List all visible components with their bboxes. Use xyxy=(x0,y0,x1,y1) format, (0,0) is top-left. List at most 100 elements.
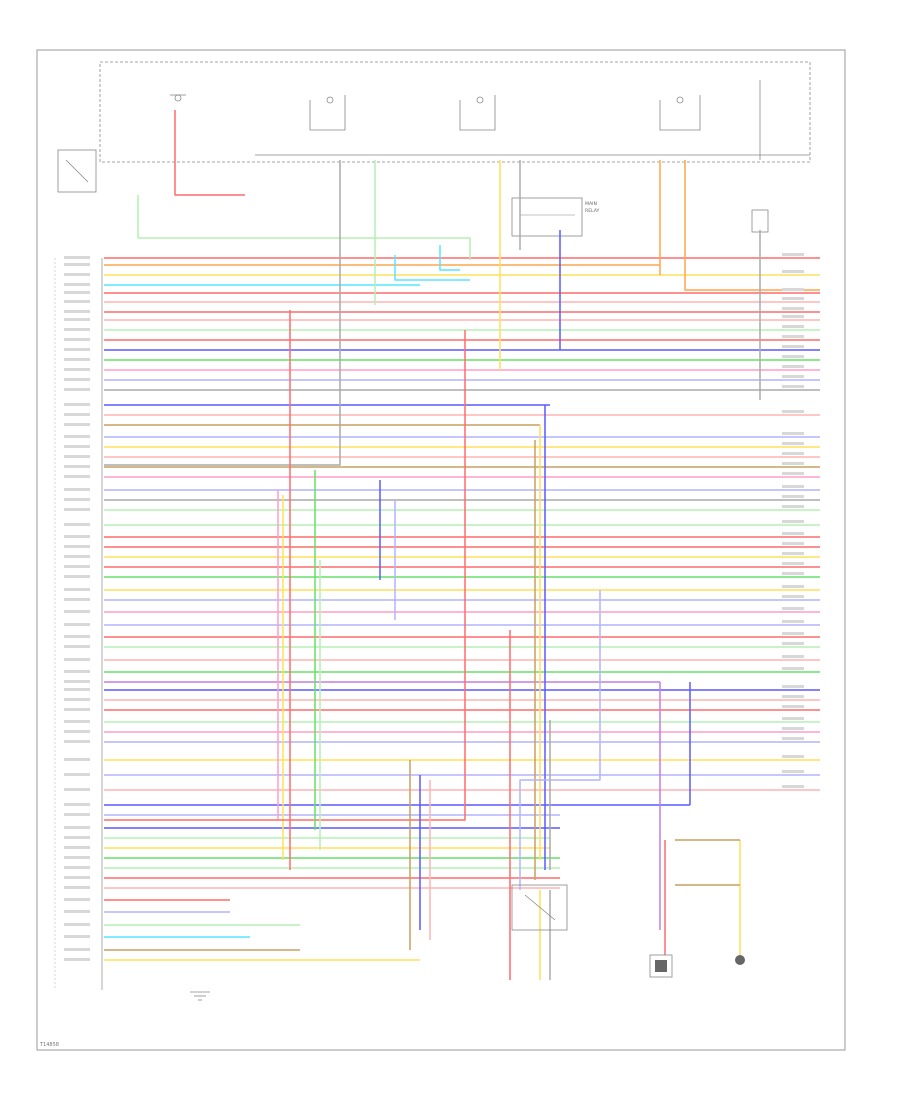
pin-label-left-28 xyxy=(64,545,90,548)
pin-label-left-33 xyxy=(64,598,90,601)
pin-label-left-44 xyxy=(64,720,90,723)
pin-label-left-41 xyxy=(64,688,90,691)
wire-riser-8 xyxy=(684,160,820,291)
pin-label-left-54 xyxy=(64,846,90,849)
pin-label-left-39 xyxy=(64,670,90,673)
wire-riser-2 xyxy=(104,160,341,466)
pin-label-right-36 xyxy=(782,632,804,635)
pin-label-right-18 xyxy=(782,432,804,435)
pin-label-left-16 xyxy=(64,413,90,416)
pin-label-left-55 xyxy=(64,856,90,859)
svg-text:RELAY: RELAY xyxy=(585,208,600,214)
pin-label-left-34 xyxy=(64,610,90,613)
wire-riser-0 xyxy=(174,110,245,196)
pin-label-left-47 xyxy=(64,758,90,761)
pin-label-left-11 xyxy=(64,358,90,361)
svg-text:MAIN: MAIN xyxy=(585,201,597,207)
pin-label-left-31 xyxy=(64,575,90,578)
pin-label-left-40 xyxy=(64,680,90,683)
pin-label-left-5 xyxy=(64,300,90,303)
pin-label-right-23 xyxy=(782,485,804,488)
pin-label-left-46 xyxy=(64,740,90,743)
pin-label-right-34 xyxy=(782,607,804,610)
wire-riser-36 xyxy=(439,245,460,271)
pin-label-right-10 xyxy=(782,345,804,348)
pin-label-right-21 xyxy=(782,462,804,465)
pin-label-right-33 xyxy=(782,595,804,598)
pin-label-right-24 xyxy=(782,495,804,498)
pin-label-left-23 xyxy=(64,488,90,491)
pin-label-right-4 xyxy=(782,288,804,291)
knock-sensor xyxy=(735,955,745,965)
sensor-symbol-right xyxy=(751,209,769,233)
pin-label-left-6 xyxy=(64,310,90,313)
main-relay: MAIN RELAY xyxy=(511,197,600,237)
pin-label-right-6 xyxy=(782,307,804,310)
pin-label-right-19 xyxy=(782,442,804,445)
pin-label-right-28 xyxy=(782,542,804,545)
pin-label-right-25 xyxy=(782,505,804,508)
pin-label-left-7 xyxy=(64,318,90,321)
pin-label-left-30 xyxy=(64,565,90,568)
pin-label-right-8 xyxy=(782,325,804,328)
pin-label-right-14 xyxy=(782,385,804,388)
pin-label-right-37 xyxy=(782,642,804,645)
pin-label-left-53 xyxy=(64,836,90,839)
pin-label-left-56 xyxy=(64,866,90,869)
pin-label-left-21 xyxy=(64,465,90,468)
pin-label-left-57 xyxy=(64,876,90,879)
wire-harness xyxy=(104,110,820,980)
pin-label-left-24 xyxy=(64,498,90,501)
wire-riser-35 xyxy=(394,255,470,281)
pin-label-left-36 xyxy=(64,635,90,638)
pin-label-left-1 xyxy=(64,263,90,266)
pin-label-left-51 xyxy=(64,813,90,816)
pin-label-right-43 xyxy=(782,705,804,708)
footer-label: T14858 xyxy=(39,1042,59,1048)
pin-label-left-2 xyxy=(64,273,90,276)
throttle-position-sensor xyxy=(511,884,568,931)
pin-label-left-19 xyxy=(64,445,90,448)
pin-label-left-17 xyxy=(64,423,90,426)
pin-label-right-26 xyxy=(782,520,804,523)
pin-label-right-47 xyxy=(782,755,804,758)
pin-label-left-3 xyxy=(64,283,90,286)
pin-label-right-30 xyxy=(782,562,804,565)
pin-label-left-25 xyxy=(64,508,90,511)
pin-label-left-13 xyxy=(64,378,90,381)
pin-label-right-31 xyxy=(782,572,804,575)
pin-label-left-48 xyxy=(64,773,90,776)
pin-label-right-35 xyxy=(782,620,804,623)
pin-label-left-35 xyxy=(64,623,90,626)
pin-label-left-59 xyxy=(64,898,90,901)
pin-label-right-39 xyxy=(782,667,804,670)
diagram-border xyxy=(36,49,846,1051)
pin-label-left-37 xyxy=(64,645,90,648)
pin-label-left-20 xyxy=(64,455,90,458)
pin-label-left-8 xyxy=(64,328,90,331)
ignition-switch-symbol xyxy=(57,149,97,193)
pin-label-left-52 xyxy=(64,826,90,829)
pin-label-right-16 xyxy=(782,410,804,413)
pin-label-left-26 xyxy=(64,523,90,526)
pin-label-left-10 xyxy=(64,348,90,351)
pin-label-right-11 xyxy=(782,355,804,358)
pin-label-left-18 xyxy=(64,435,90,438)
fuse-relay-block xyxy=(99,61,811,163)
pin-label-left-42 xyxy=(64,698,90,701)
pin-label-left-0 xyxy=(64,256,90,259)
pin-label-left-49 xyxy=(64,788,90,791)
pin-label-right-9 xyxy=(782,335,804,338)
pin-label-right-42 xyxy=(782,695,804,698)
pin-label-right-0 xyxy=(782,253,804,256)
pin-label-left-29 xyxy=(64,555,90,558)
wire-riser-13 xyxy=(104,330,466,821)
pin-label-right-20 xyxy=(782,452,804,455)
pin-label-left-38 xyxy=(64,658,90,661)
pin-label-left-62 xyxy=(64,935,90,938)
pin-label-left-61 xyxy=(64,923,90,926)
pin-label-left-22 xyxy=(64,475,90,478)
pin-label-left-9 xyxy=(64,338,90,341)
wire-riser-27 xyxy=(519,590,601,890)
